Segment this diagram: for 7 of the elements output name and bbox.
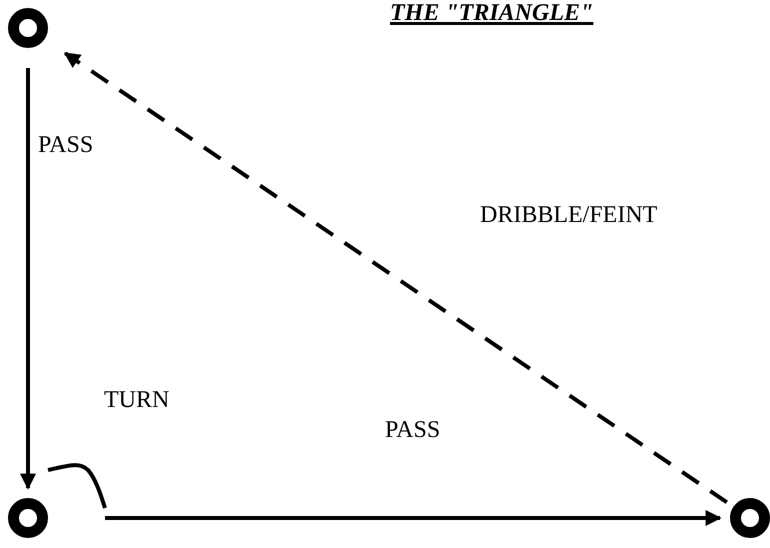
diagram-title: THE "TRIANGLE" — [390, 0, 594, 27]
node-circle — [8, 498, 48, 538]
node-circle — [8, 8, 48, 48]
arrow — [20, 68, 36, 490]
dashed-arrow — [64, 52, 728, 504]
arrow — [105, 510, 722, 526]
node-circle — [730, 498, 770, 538]
